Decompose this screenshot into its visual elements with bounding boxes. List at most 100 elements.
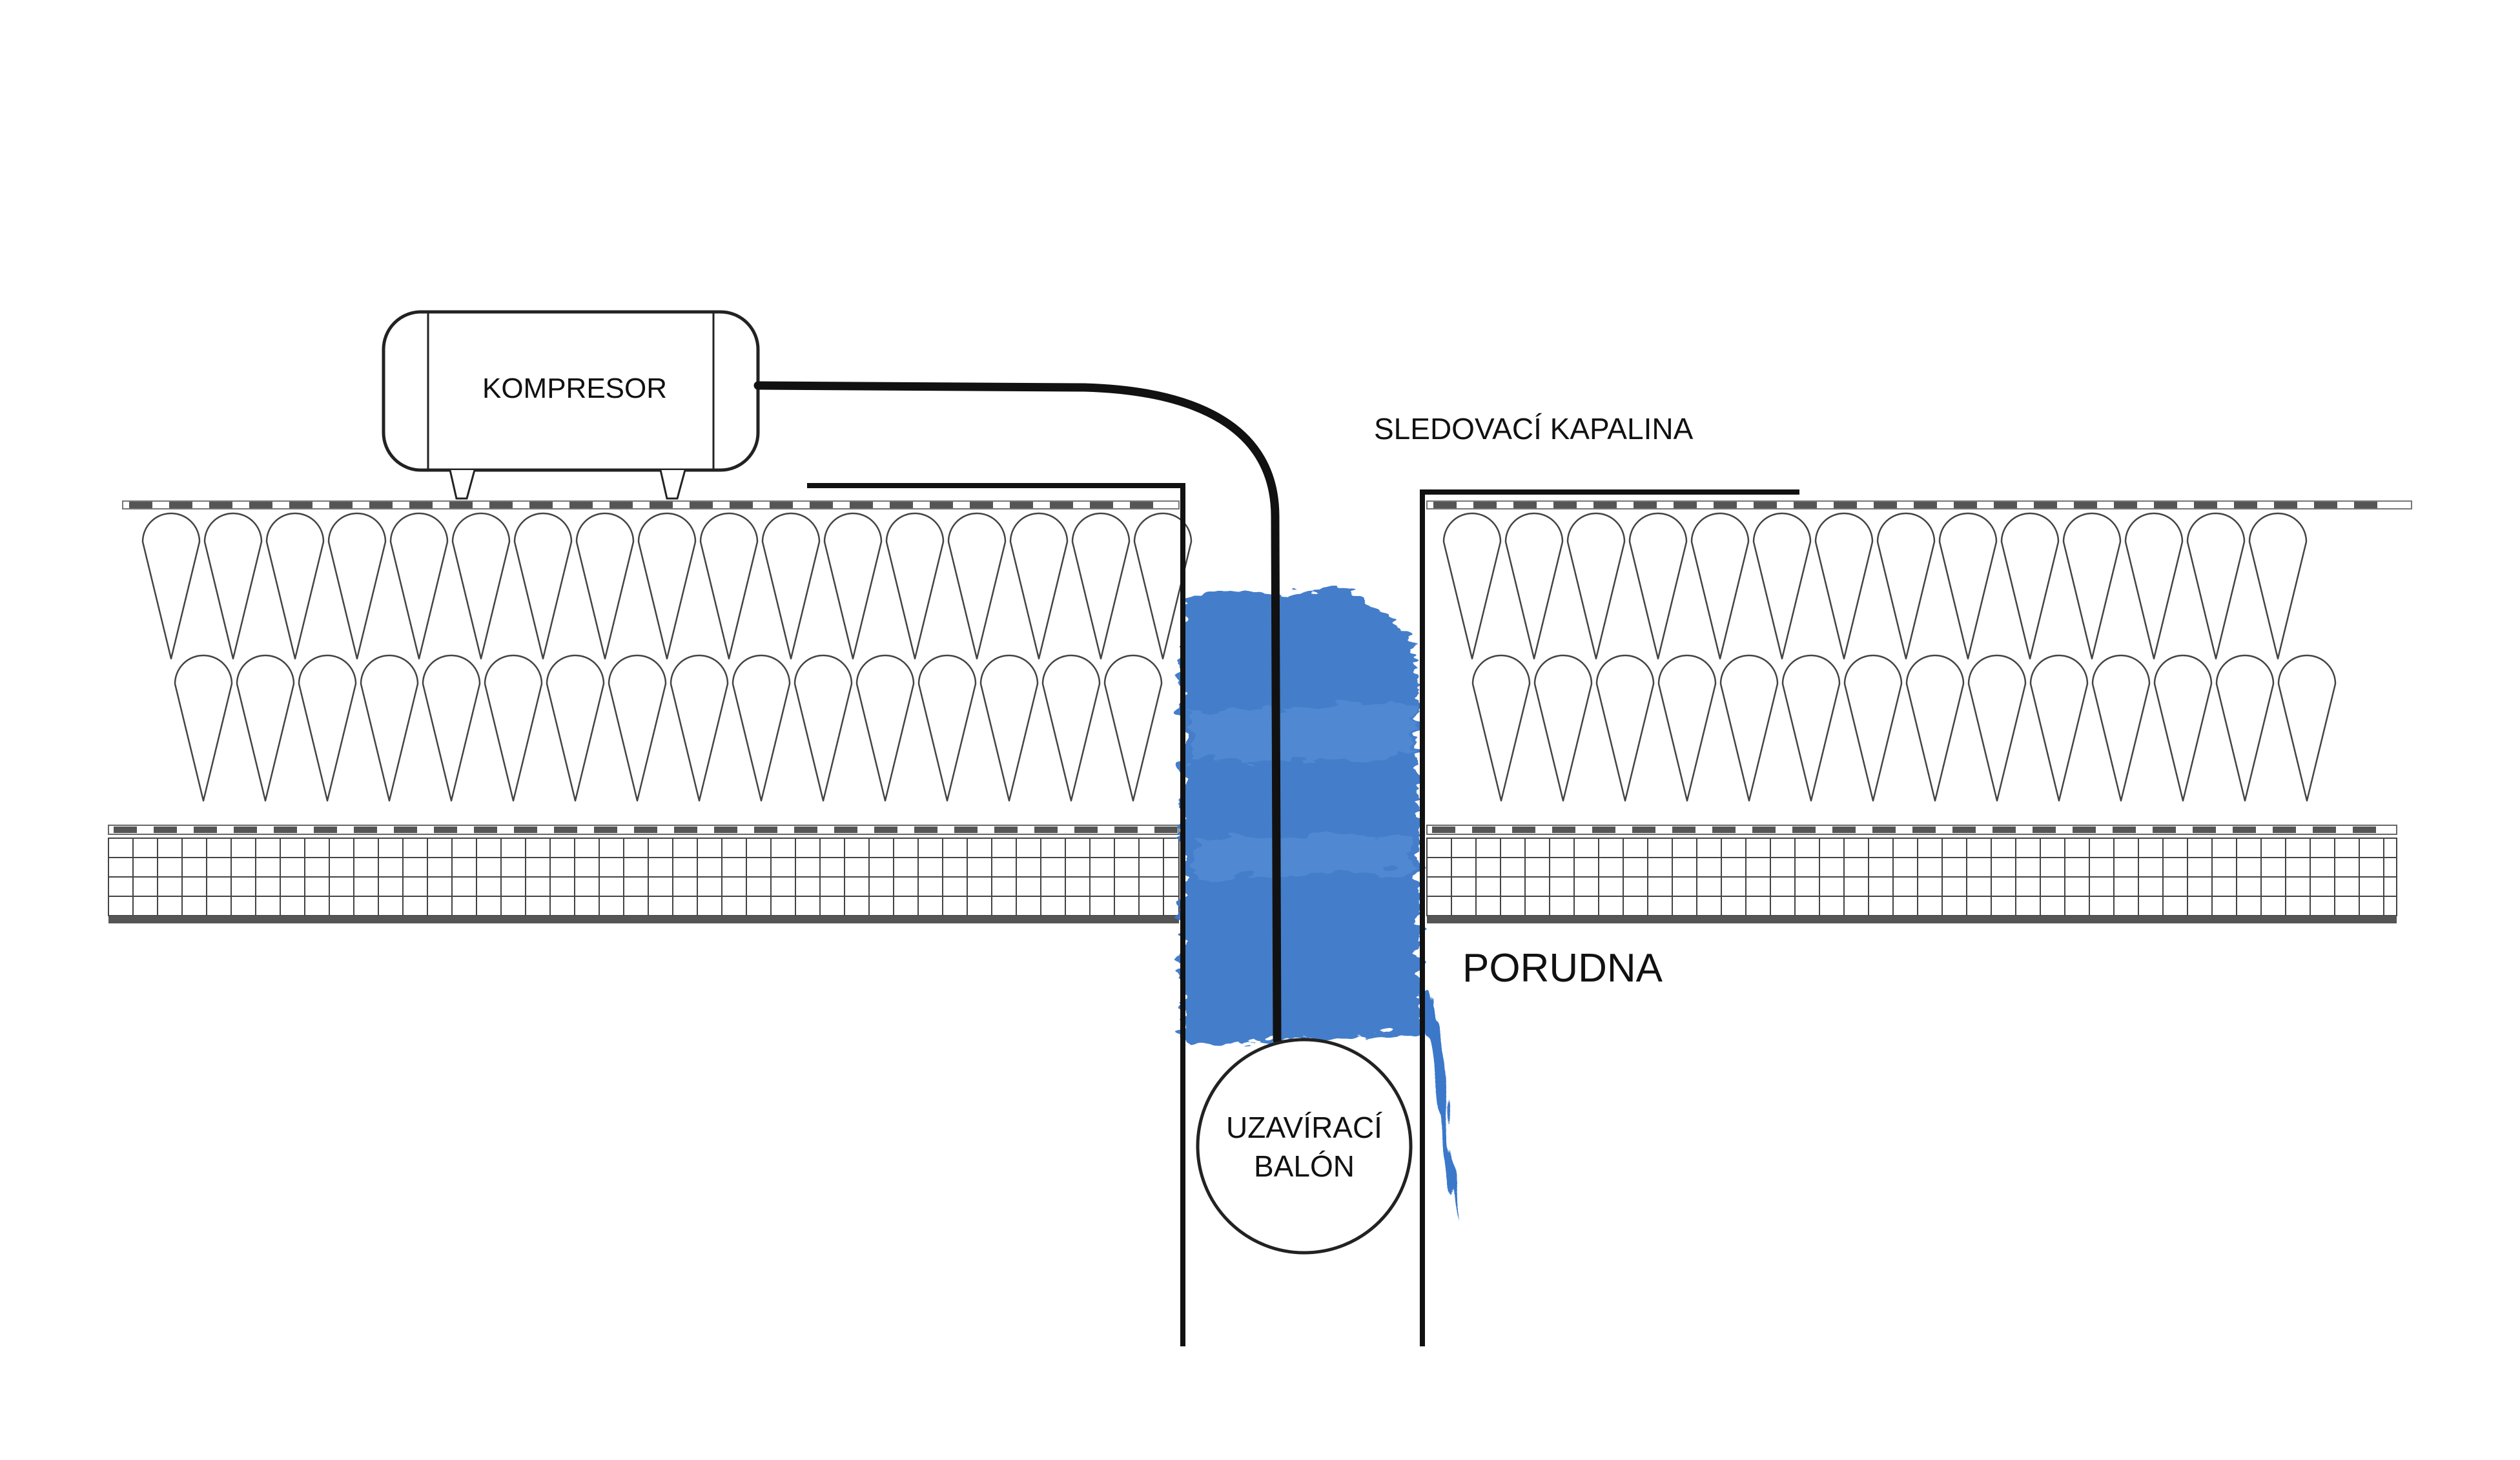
membrane-segment	[169, 502, 192, 508]
insulation-cell	[1595, 654, 1655, 802]
membrane-segment	[930, 502, 953, 508]
insulation-cell	[1442, 512, 1502, 660]
deck-segment	[2313, 827, 2336, 833]
deck-segment	[474, 827, 497, 833]
roof-deck-right	[1426, 825, 2397, 923]
tracer-liquid	[1182, 588, 1459, 1222]
deck-segment	[314, 827, 337, 833]
membrane-segment	[610, 502, 633, 508]
insulation-cell	[2062, 512, 2122, 660]
insulation-cell	[203, 512, 263, 660]
membrane-segment	[1130, 502, 1153, 508]
deck-segment	[514, 827, 537, 833]
insulation-cell	[327, 512, 387, 660]
membrane-right	[1426, 500, 2412, 509]
membrane-segment	[1954, 502, 1977, 508]
membrane-segment	[690, 502, 713, 508]
insulation-cell	[670, 654, 729, 802]
membrane-segment	[970, 502, 993, 508]
insulation-cell	[2124, 512, 2184, 660]
insulation-cell	[1814, 512, 1874, 660]
insulation-cell	[174, 654, 233, 802]
insulation-cell	[575, 512, 635, 660]
insulation-cell	[484, 654, 543, 802]
deck-segment	[994, 827, 1018, 833]
membrane-segment	[850, 502, 873, 508]
compressor-foot-left	[449, 469, 476, 500]
membrane-segment	[369, 502, 393, 508]
deck-segment	[434, 827, 457, 833]
deck-segment	[634, 827, 657, 833]
deck-segment	[354, 827, 377, 833]
insulation-cell	[2091, 654, 2151, 802]
insulation-left	[141, 512, 1193, 802]
membrane-segment	[1634, 502, 1657, 508]
deck-segment	[1992, 827, 2016, 833]
insulation-cell	[1009, 512, 1069, 660]
insulation-cell	[2153, 654, 2213, 802]
insulation-cell	[2029, 654, 2089, 802]
membrane-segment	[2034, 502, 2057, 508]
membrane-segment	[1874, 502, 1897, 508]
membrane-segment	[1714, 502, 1737, 508]
membrane-segment	[1553, 502, 1577, 508]
deck-segment	[914, 827, 937, 833]
insulation-cell	[794, 654, 853, 802]
deck-segment	[2233, 827, 2256, 833]
insulation-cell	[1752, 512, 1812, 660]
insulation-cell	[298, 654, 357, 802]
insulation-cell	[761, 512, 821, 660]
insulation-cell	[1071, 512, 1131, 660]
insulation-cell	[1967, 654, 2027, 802]
insulation-cell	[947, 512, 1007, 660]
insulation-cell	[732, 654, 791, 802]
insulation-cell	[1876, 512, 1936, 660]
insulation-cell	[1471, 654, 1531, 802]
deck-segment	[1872, 827, 1896, 833]
membrane-segment	[1433, 502, 1457, 508]
insulation-cell	[1719, 654, 1779, 802]
membrane-segment	[2074, 502, 2097, 508]
deck-segment	[2273, 827, 2296, 833]
downpipe	[807, 483, 1799, 1346]
deck-segment	[2193, 827, 2216, 833]
membrane-segment	[1834, 502, 1857, 508]
membrane-left	[122, 500, 1180, 509]
insulation-cell	[2277, 654, 2337, 802]
membrane-segment	[129, 502, 152, 508]
insulation-cell	[917, 654, 977, 802]
membrane-segment	[2154, 502, 2177, 508]
deck-segment	[154, 827, 177, 833]
balloon-label-line1: UZAVÍRACÍ	[1226, 1111, 1382, 1144]
membrane-segment	[1010, 502, 1033, 508]
insulation-cell	[1657, 654, 1717, 802]
membrane-segment	[1674, 502, 1697, 508]
insulation-cell	[1628, 512, 1688, 660]
insulation-cell	[885, 512, 945, 660]
deck-segment	[674, 827, 697, 833]
membrane-segment	[770, 502, 793, 508]
insulation-cell	[855, 654, 915, 802]
deck-segment	[714, 827, 737, 833]
insulation-cell	[265, 512, 325, 660]
deck-segment	[954, 827, 978, 833]
deck-segment	[2113, 827, 2136, 833]
deck-bottom-edge	[108, 916, 1179, 923]
deck-segment	[194, 827, 217, 833]
deck-segment	[1154, 827, 1178, 833]
membrane-segment	[289, 502, 312, 508]
compressor-label: KOMPRESOR	[482, 373, 667, 404]
membrane-segment	[1090, 502, 1113, 508]
insulation-cell	[2248, 512, 2308, 660]
membrane-segment	[529, 502, 553, 508]
membrane-segment	[1593, 502, 1617, 508]
insulation-cell	[1041, 654, 1101, 802]
insulation-cell	[1566, 512, 1626, 660]
membrane-segment	[2274, 502, 2297, 508]
deck-segment	[114, 827, 137, 833]
membrane-segment	[449, 502, 473, 508]
deck-segment	[234, 827, 257, 833]
deck-segment	[2033, 827, 2056, 833]
compressor: KOMPRESOR	[382, 310, 760, 500]
downpipe-label: PORUDNA	[1462, 946, 1663, 991]
